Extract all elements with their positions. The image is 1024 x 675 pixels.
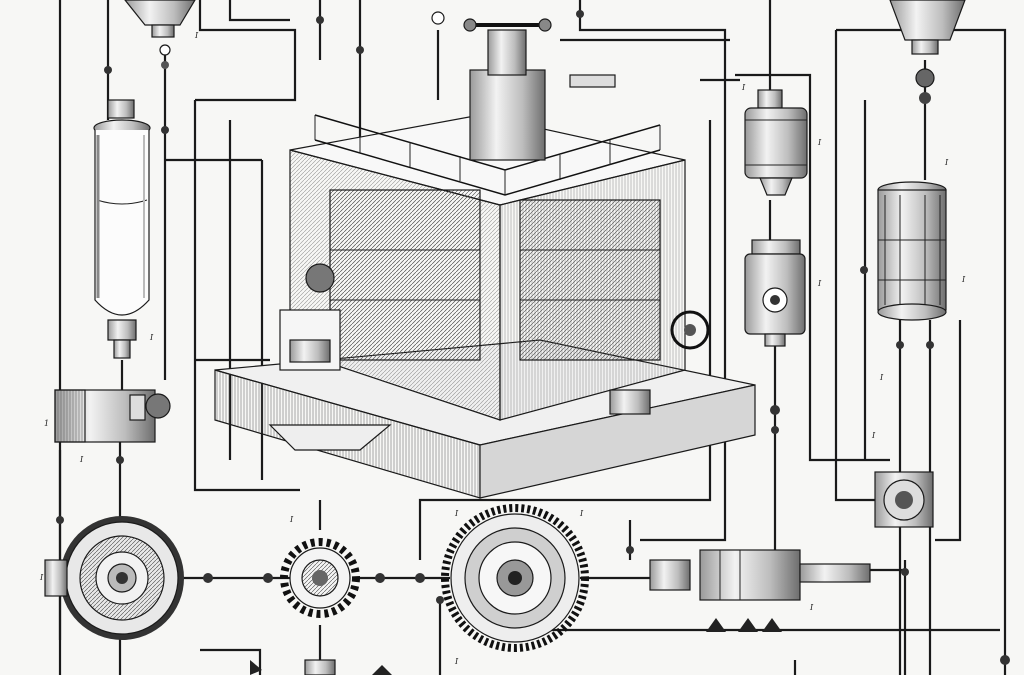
horizontal-shaft-cylinder bbox=[649, 549, 871, 601]
label-left-5: I bbox=[39, 573, 44, 582]
label-right-7: I bbox=[871, 431, 876, 440]
right-upper-tank bbox=[744, 89, 808, 196]
top-left-funnel bbox=[124, 0, 196, 69]
valve-fittings bbox=[56, 10, 1010, 675]
label-right-2: I bbox=[817, 138, 822, 147]
left-gear-wheel bbox=[44, 516, 184, 640]
right-pump-unit bbox=[874, 471, 934, 528]
small-gear-wheel bbox=[280, 538, 360, 675]
left-horizontal-motor bbox=[54, 389, 171, 443]
glass-cylinder-vessel bbox=[93, 99, 151, 359]
label-left-3: I bbox=[149, 333, 154, 342]
label-mid-4: I bbox=[454, 657, 459, 666]
label-mid-1: I bbox=[289, 515, 294, 524]
label-right-4: I bbox=[817, 279, 822, 288]
right-middle-tank bbox=[744, 239, 806, 347]
label-left-2: I bbox=[194, 31, 199, 40]
label-right-3: I bbox=[944, 158, 949, 167]
central-machine-assembly bbox=[214, 18, 756, 499]
label-right-6: I bbox=[879, 373, 884, 382]
center-bottom-gear-wheel bbox=[441, 504, 589, 652]
label-right-5: I bbox=[961, 275, 966, 284]
right-top-funnel bbox=[889, 0, 966, 104]
label-left-4: I bbox=[79, 455, 84, 464]
label-right-1: I bbox=[741, 83, 746, 92]
engraving-labels: 1 I I I I I I I I I I I I I I I I bbox=[39, 31, 966, 666]
piping-network bbox=[58, 0, 1007, 675]
right-cylinder-vessel bbox=[877, 181, 947, 321]
label-mid-2: I bbox=[454, 509, 459, 518]
label-mid-3: I bbox=[579, 509, 584, 518]
label-right-8: I bbox=[809, 603, 814, 612]
label-left-1: 1 bbox=[44, 419, 49, 428]
